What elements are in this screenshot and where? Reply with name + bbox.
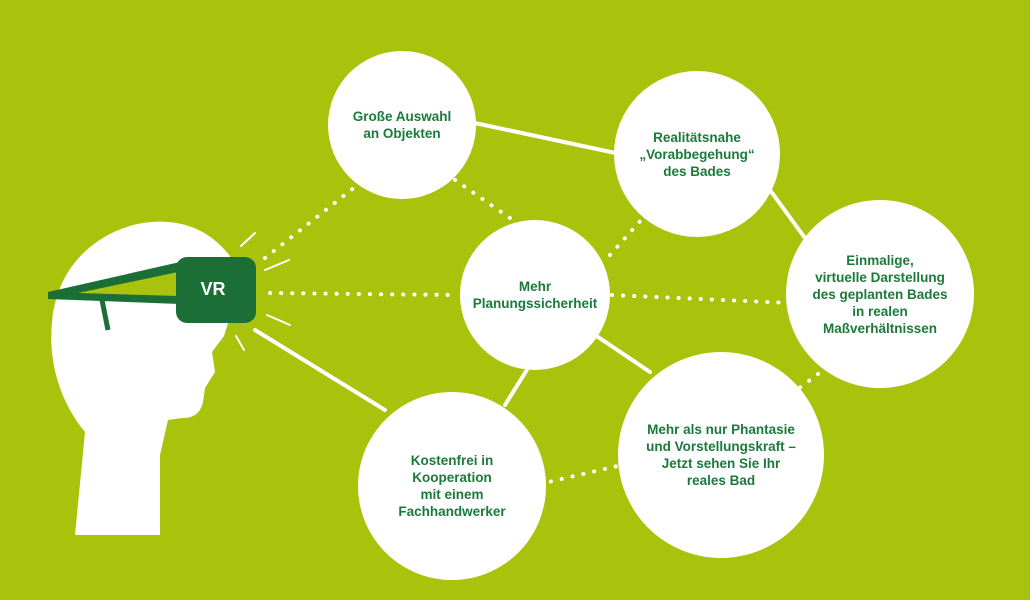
strap-side bbox=[99, 299, 111, 331]
connector-planung-kostenfrei bbox=[503, 366, 530, 407]
strap-inner-gap bbox=[78, 272, 178, 296]
dotted-headset-planung bbox=[268, 291, 457, 297]
node-auswahl: Große Auswahl an Objekten bbox=[328, 51, 476, 199]
vr-label: VR bbox=[200, 278, 226, 299]
node-auswahl-label: Große Auswahl an Objekten bbox=[352, 109, 452, 141]
node-planung: Mehr Planungssicherheit bbox=[460, 220, 610, 370]
node-kostenfrei: Kostenfrei in Kooperation mit einem Fach… bbox=[358, 392, 546, 580]
node-realitaet: Realitätsnahe „Vorabbegehung“ des Bades bbox=[614, 71, 780, 237]
light-rays bbox=[235, 232, 291, 351]
connector-realitaet-darstellung bbox=[768, 188, 812, 247]
connector-planung-phantasie bbox=[593, 333, 652, 374]
connector-headset-kostenfrei bbox=[253, 328, 387, 412]
dotted-headset-auswahl bbox=[263, 181, 362, 260]
node-kostenfrei-label: Kostenfrei in Kooperation mit einem Fach… bbox=[398, 453, 506, 519]
headset-body bbox=[176, 257, 256, 323]
node-darstellung: Einmalige, virtuelle Darstellung des gep… bbox=[786, 200, 974, 388]
dotted-planung-darstellung bbox=[610, 293, 792, 305]
node-planung-label: Mehr Planungssicherheit bbox=[472, 279, 598, 311]
connector-auswahl-realitaet bbox=[468, 120, 627, 157]
node-darstellung-label: Einmalige, virtuelle Darstellung des gep… bbox=[812, 252, 948, 336]
dotted-kostenfrei-phantasie bbox=[538, 463, 624, 486]
node-phantasie: Mehr als nur Phantasie und Vorstellungsk… bbox=[618, 352, 824, 558]
node-realitaet-label: Realitätsnahe „Vorabbegehung“ des Bades bbox=[639, 129, 755, 179]
dotted-auswahl-planung bbox=[453, 178, 522, 227]
node-phantasie-label: Mehr als nur Phantasie und Vorstellungsk… bbox=[646, 422, 796, 488]
dotted-planung-realitaet bbox=[608, 208, 652, 257]
